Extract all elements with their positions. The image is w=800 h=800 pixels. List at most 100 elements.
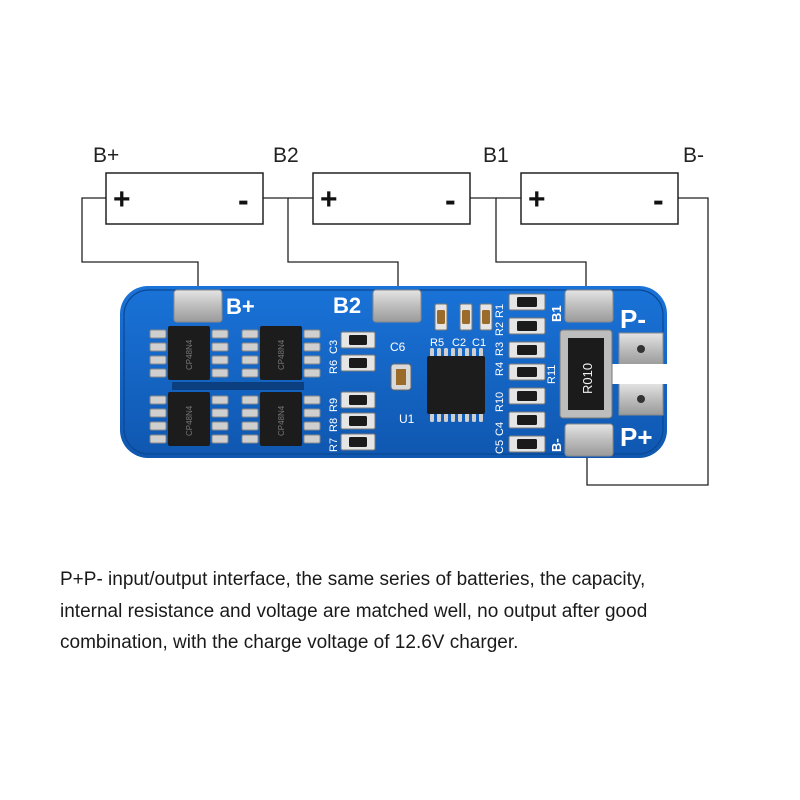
mosfet-pin (303, 355, 321, 365)
mosfet-pin (303, 434, 321, 444)
mosfet-pin (149, 342, 167, 352)
ic-pin (465, 412, 469, 422)
ic-pin (430, 348, 434, 358)
silk-r1: R1 (494, 304, 506, 318)
silk-r11: R11 (546, 365, 558, 384)
mosfet-pin (241, 434, 259, 444)
silk-r2: R2 (494, 322, 506, 336)
ic-pin (444, 412, 448, 422)
battery-cell-3: + - (520, 172, 679, 225)
silk-p-minus: P- (620, 304, 646, 334)
silk-c3: C3 (328, 340, 340, 354)
sense-resistor: R010 (559, 329, 613, 419)
wire-b1 (470, 197, 587, 292)
ic-pin (444, 348, 448, 358)
mosfet-pin (303, 342, 321, 352)
battery-2-plus: + (320, 183, 338, 216)
silk-c2: C2 (452, 337, 466, 349)
battery-2-minus: - (445, 182, 456, 218)
smd-body (517, 439, 537, 449)
mosfet-pin (303, 368, 321, 378)
silk-r6: R6 (328, 360, 340, 374)
description-text: P+P- input/output interface, the same se… (60, 564, 780, 659)
terminal-label-b1: B1 (483, 144, 509, 167)
silk-b2: B2 (333, 293, 361, 318)
mosfet-pin (149, 329, 167, 339)
smd-body (517, 321, 537, 331)
mosfet-pin (303, 395, 321, 405)
ic-pin (451, 412, 455, 422)
mosfet-pin (149, 408, 167, 418)
wire-b-plus (81, 197, 199, 292)
ic-pin (479, 348, 483, 358)
smd-body (349, 416, 367, 426)
silk-r8: R8 (328, 418, 340, 432)
ic-pin (430, 412, 434, 422)
smd-body (437, 310, 445, 324)
mosfet-pin (303, 329, 321, 339)
battery-cell-2: + - (312, 172, 471, 225)
battery-3-plus: + (528, 183, 546, 216)
ic-pin (437, 412, 441, 422)
mosfet-pin (211, 395, 229, 405)
mosfet-pin (241, 368, 259, 378)
smd-body (517, 367, 537, 377)
mosfet-chips: CP48N4 CP48N4 CP48N4 CP48N4 (168, 326, 302, 446)
silk-u1: U1 (399, 412, 415, 426)
smd-body (462, 310, 470, 324)
silk-c6: C6 (390, 340, 406, 354)
wire-b2 (263, 197, 399, 292)
pad-b1 (564, 289, 614, 323)
mosfet-pin (211, 329, 229, 339)
silk-r5: R5 (430, 337, 444, 349)
mosfet-pin (149, 434, 167, 444)
ic-u1: U1 (399, 348, 485, 426)
silk-r9: R9 (328, 398, 340, 412)
wire-b-minus (586, 197, 709, 486)
ic-pin (458, 348, 462, 358)
description-line-3: combination, with the charge voltage of … (60, 632, 519, 653)
smd-body (349, 437, 367, 447)
smd-body (517, 345, 537, 355)
terminal-label-b-minus: B- (683, 144, 704, 167)
smd-body (517, 415, 537, 425)
silk-b1: B1 (549, 305, 564, 322)
silk-c4: C4 (494, 422, 506, 436)
pad-b-minus (564, 423, 614, 457)
ic-pin (451, 348, 455, 358)
mosfet-pin (241, 355, 259, 365)
ic-pin (472, 348, 476, 358)
mosfet-pin (211, 434, 229, 444)
mosfet-pin (303, 421, 321, 431)
mosfet-pin (241, 408, 259, 418)
mosfet-pin (149, 355, 167, 365)
battery-cell-1: + - (105, 172, 264, 225)
silk-b-minus: B- (549, 438, 564, 452)
mosfet-pin (241, 395, 259, 405)
pad-b-plus (173, 289, 223, 323)
smd-body (349, 395, 367, 405)
mosfet-pin (211, 342, 229, 352)
mosfet-marking-3: CP48N4 (185, 405, 194, 436)
silk-c5: C5 (494, 440, 506, 454)
ic-pin (437, 348, 441, 358)
mosfet-pin (211, 355, 229, 365)
smd-body (517, 297, 537, 307)
mosfet-pin (149, 395, 167, 405)
silk-p-plus: P+ (620, 422, 653, 452)
silk-r4: R4 (494, 362, 506, 376)
mosfet-pin (241, 421, 259, 431)
mosfet-pin (303, 408, 321, 418)
description-line-2: internal resistance and voltage are matc… (60, 600, 648, 622)
mosfet-marking-1: CP48N4 (185, 339, 194, 370)
mosfet-pin (211, 408, 229, 418)
mosfet-pin (241, 342, 259, 352)
ic-pin (472, 412, 476, 422)
mosfet-pin (241, 329, 259, 339)
silk-b-plus: B+ (226, 294, 255, 319)
resistor-marking: R010 (580, 363, 595, 394)
pcb-board: B+ B2 B1 B- P- P+ CP48N4 CP48N4 CP48N4 C… (120, 286, 668, 458)
wiring (81, 197, 709, 486)
mosfet-pin (149, 368, 167, 378)
